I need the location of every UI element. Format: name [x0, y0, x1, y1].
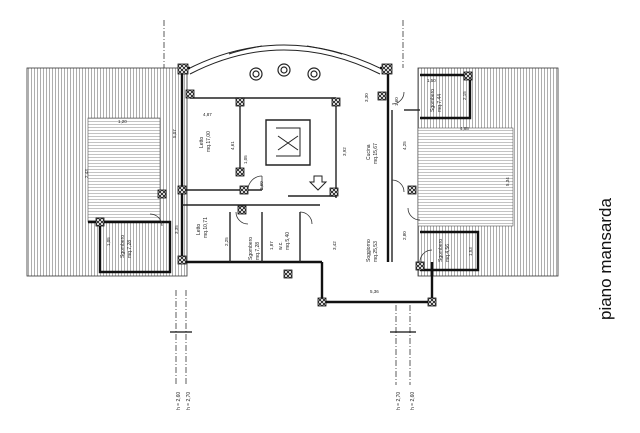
dim-10: 3,92	[342, 147, 347, 156]
dim-13: 3,42	[332, 241, 337, 250]
room-area-letto2: mq.10,71	[203, 217, 209, 238]
height-3: h = 2,70	[396, 392, 402, 410]
dim-21: 2,43	[84, 169, 89, 178]
grid-lines	[163, 20, 411, 385]
dim-22: 3,30	[364, 93, 369, 102]
columns	[95, 63, 473, 307]
room-area-sgombero3: mq.7,44	[437, 94, 443, 112]
room-name-letto2: Letto	[196, 224, 202, 235]
door-swings	[149, 91, 433, 263]
room-name-sgombero4: Sgombero	[438, 239, 444, 262]
dim-4: 4,61	[230, 141, 235, 150]
interior-walls	[182, 97, 420, 262]
room-name-soggiorno: Soggiorno	[366, 239, 372, 262]
dim-23: 1,60	[394, 97, 399, 106]
dim-5: 1,05	[243, 155, 248, 164]
dim-16: 2,15	[462, 91, 467, 100]
room-area-cucina: mq.15,67	[373, 143, 379, 164]
room-name-sgombero3: Sgombero	[430, 89, 436, 112]
sheet-title: piano mansarda	[596, 198, 615, 320]
height-labels: h = 2,60 h = 2,70 h = 2,70 h = 2,60	[176, 392, 416, 410]
height-4: h = 2,60	[410, 392, 416, 410]
dim-20: 1,53	[468, 247, 473, 256]
dormer-arc	[185, 44, 385, 75]
room-area-sgombero1: mq.7,28	[127, 240, 133, 258]
room-area-wc: mq.5,40	[285, 232, 291, 250]
dim-2: 5,07	[172, 129, 177, 138]
room-area-sgombero2: mq.7,28	[255, 242, 261, 260]
height-2: h = 2,70	[186, 392, 192, 410]
dim-12: 5,36	[370, 289, 379, 294]
room-name-sgombero1: Sgombero	[120, 235, 126, 258]
dim-3: 4,87	[203, 112, 212, 117]
dim-15: 2,80	[402, 231, 407, 240]
room-name-sgombero2: Sgombero	[248, 237, 254, 260]
room-area-soggiorno: mq.25,53	[373, 241, 379, 262]
dim-14: 4,88	[460, 126, 469, 131]
skylight-circles	[249, 63, 321, 81]
room-name-wc: w.c.	[278, 241, 284, 250]
dim-11: 4,25	[402, 141, 407, 150]
roof-left	[26, 67, 188, 277]
dim-9: 2,60	[259, 181, 264, 190]
dim-7: 2,25	[224, 237, 229, 246]
room-labels: Letto mq.17,00 Letto mq.10,71 Sgombero m…	[120, 89, 451, 262]
roof-right	[417, 67, 559, 277]
room-area-sgombero4: mq.4,56	[445, 244, 451, 262]
height-1: h = 2,60	[176, 392, 182, 410]
dim-8: 1,87	[269, 241, 274, 250]
dimension-labels: 1,20 5,07 4,87 4,61 1,05 3,35 2,25 1,87 …	[84, 78, 510, 294]
dim-19: 5,34	[505, 177, 510, 186]
room-name-cucina: Cucina	[366, 144, 372, 160]
room-name-letto1: Letto	[199, 137, 205, 148]
room-area-letto1: mq.17,00	[206, 131, 212, 152]
dim-1: 1,20	[118, 119, 127, 124]
dim-17: 1,50	[427, 78, 436, 83]
dim-18: 1,05	[106, 237, 111, 246]
dim-6: 3,35	[174, 225, 179, 234]
stair-arrow	[276, 127, 328, 191]
exterior-walls	[88, 66, 480, 304]
